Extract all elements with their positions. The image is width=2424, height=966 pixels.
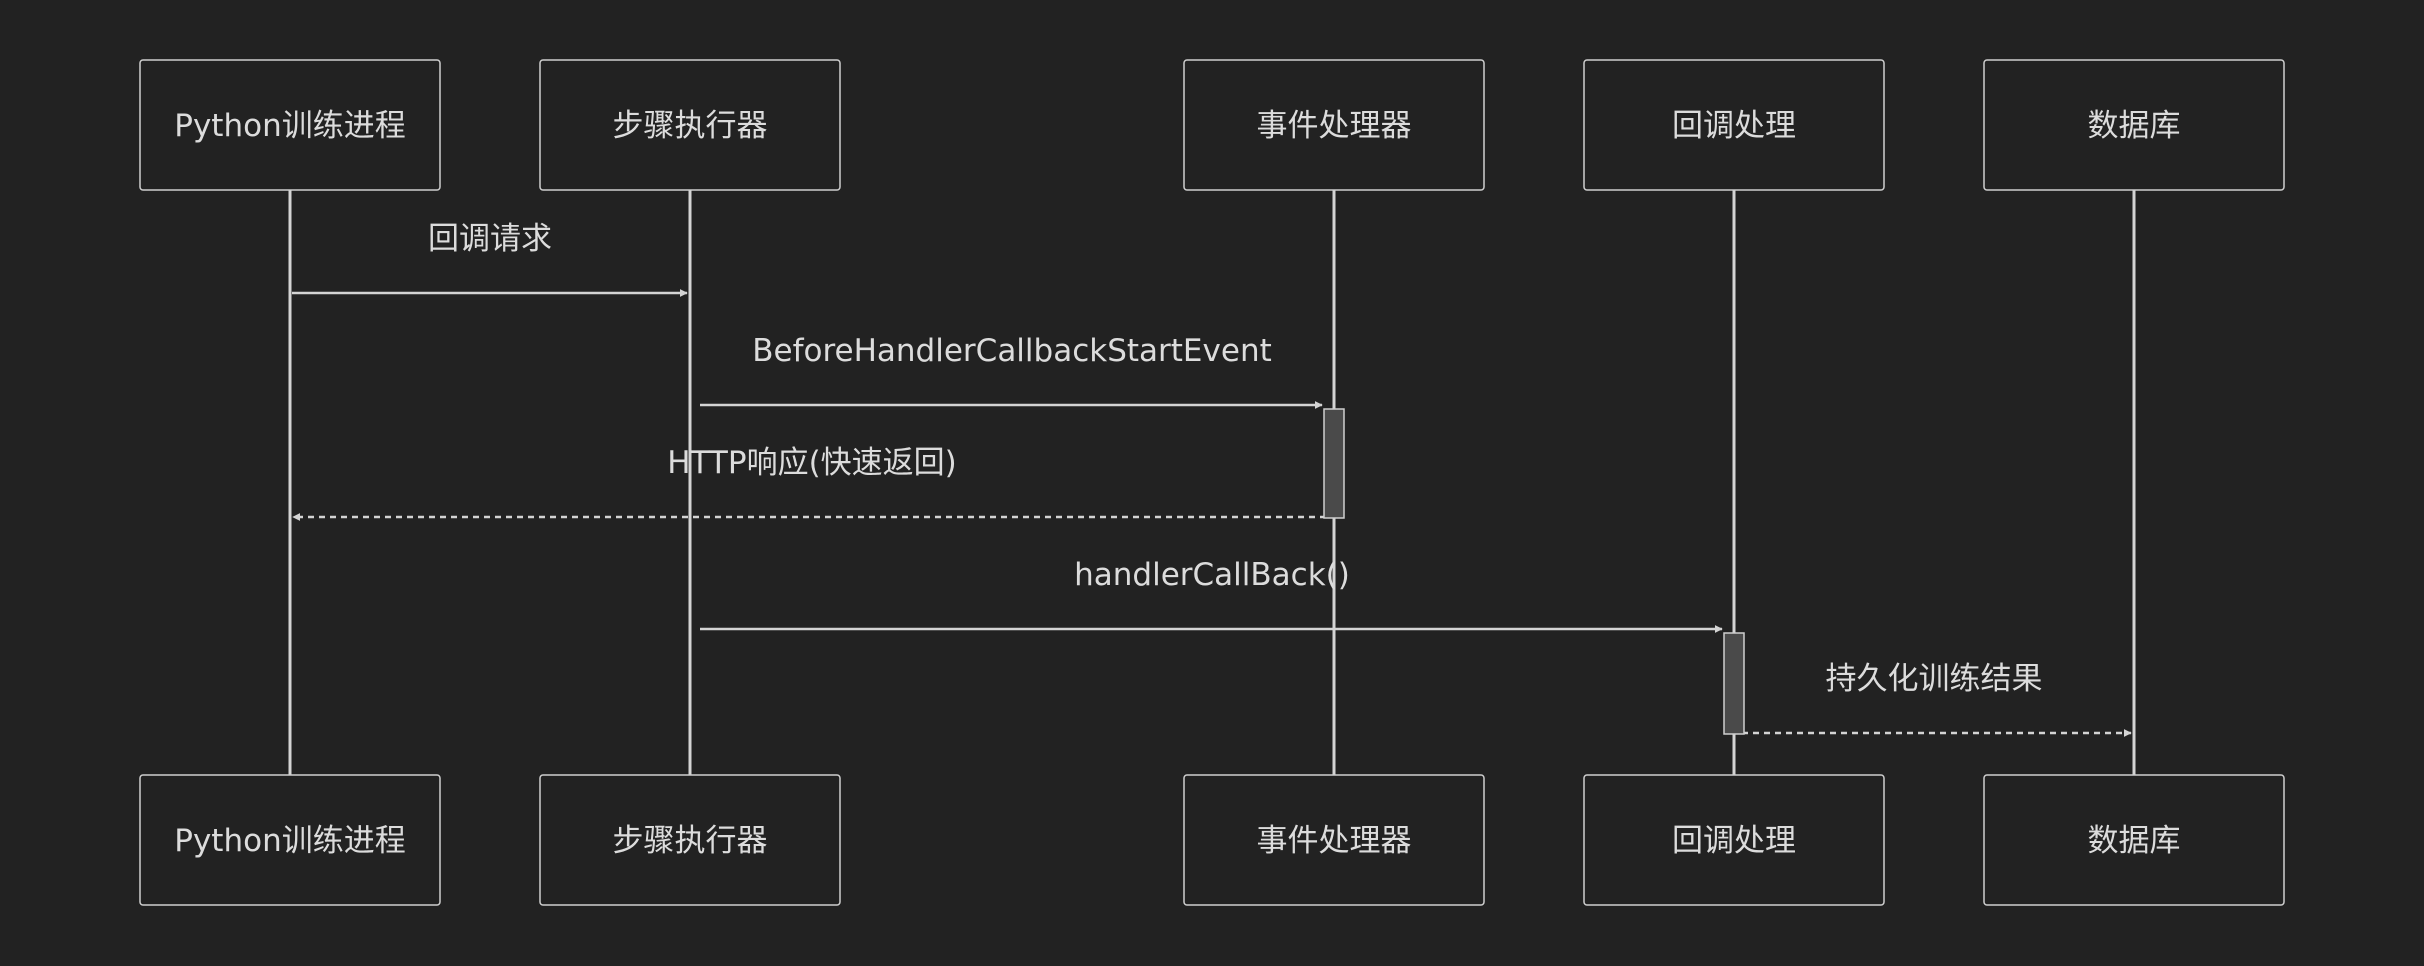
participant-box-top-callback: 回调处理 (1583, 59, 1885, 191)
message-2: HTTP响应(快速返回) (292, 445, 1326, 521)
message-label: HTTP响应(快速返回) (667, 445, 957, 481)
participants-bottom-group: Python训练进程 步骤执行器 事件处理器 回调处理 数据库 (139, 774, 2285, 906)
message-1: BeforeHandlerCallbackStartEvent (700, 333, 1323, 409)
participant-rect (1983, 59, 2285, 191)
message-3: handlerCallBack() (700, 557, 1723, 633)
participant-rect (1183, 59, 1485, 191)
message-label: 持久化训练结果 (1826, 661, 2043, 697)
participant-label-executor: 步骤执行器 (613, 823, 768, 859)
participant-rect (539, 774, 841, 906)
participant-rect (1983, 774, 2285, 906)
participant-box-bottom-event: 事件处理器 (1183, 774, 1485, 906)
participant-label-db: 数据库 (2088, 108, 2181, 144)
participant-label-callback: 回调处理 (1672, 823, 1796, 859)
participant-box-bottom-db: 数据库 (1983, 774, 2285, 906)
message-4: 持久化训练结果 (1742, 661, 2132, 737)
activation-bar-event (1323, 408, 1345, 519)
participant-label-db: 数据库 (2088, 823, 2181, 859)
message-0: 回调请求 (292, 221, 688, 297)
participant-rect (1583, 59, 1885, 191)
participant-box-top-db: 数据库 (1983, 59, 2285, 191)
message-label: BeforeHandlerCallbackStartEvent (752, 333, 1272, 369)
participant-rect (1183, 774, 1485, 906)
participant-label-python: Python训练进程 (174, 108, 405, 144)
activation-bar-callback (1723, 632, 1745, 735)
participant-label-callback: 回调处理 (1672, 108, 1796, 144)
participant-box-top-executor: 步骤执行器 (539, 59, 841, 191)
message-label: 回调请求 (428, 221, 552, 257)
messages-group: 回调请求 BeforeHandlerCallbackStartEventHTTP响… (292, 221, 2132, 737)
participant-label-event: 事件处理器 (1257, 823, 1412, 859)
participant-rect (1583, 774, 1885, 906)
participant-rect (139, 59, 441, 191)
participant-label-executor: 步骤执行器 (613, 108, 768, 144)
participant-box-top-event: 事件处理器 (1183, 59, 1485, 191)
participant-rect (139, 774, 441, 906)
participant-label-python: Python训练进程 (174, 823, 405, 859)
participant-box-bottom-python: Python训练进程 (139, 774, 441, 906)
message-label: handlerCallBack() (1074, 557, 1350, 593)
activations-group (1323, 408, 1745, 735)
participant-label-event: 事件处理器 (1257, 108, 1412, 144)
participant-rect (539, 59, 841, 191)
participant-box-bottom-callback: 回调处理 (1583, 774, 1885, 906)
participant-box-bottom-executor: 步骤执行器 (539, 774, 841, 906)
participant-box-top-python: Python训练进程 (139, 59, 441, 191)
participants-top-group: Python训练进程 步骤执行器 事件处理器 回调处理 数据库 (139, 59, 2285, 191)
